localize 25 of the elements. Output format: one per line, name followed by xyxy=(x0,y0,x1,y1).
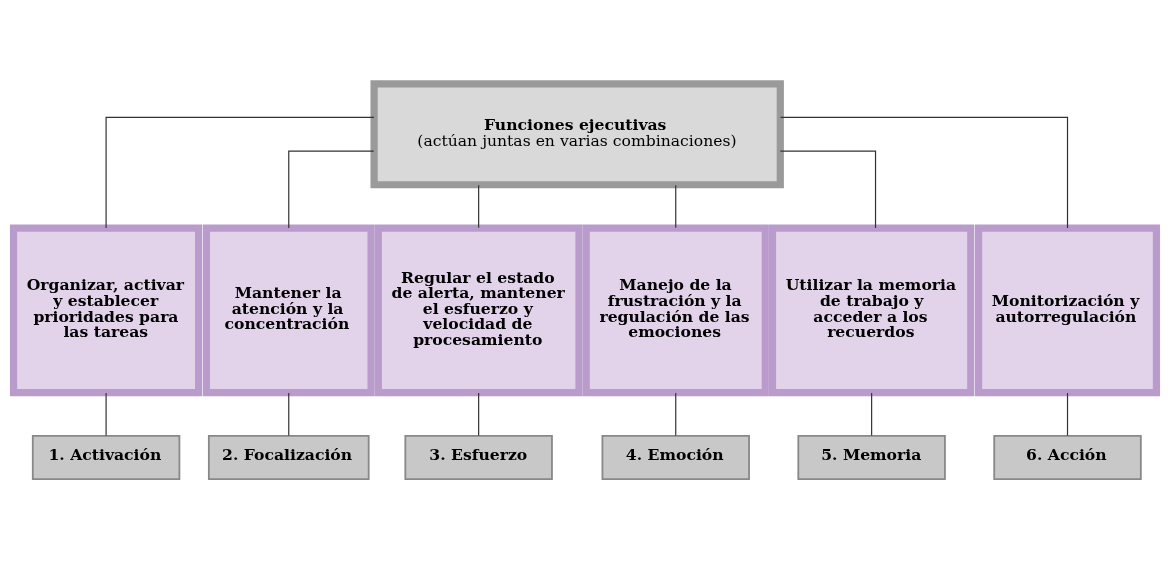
node-box: Funciones ejecutivas (actúan juntas en varias combinaciones) xyxy=(370,80,784,189)
node-box: 1. Activación xyxy=(31,435,181,481)
node-box: 6. Acción xyxy=(993,435,1142,481)
node-box: Organizar, activar y establecer prioridades para las tareas xyxy=(9,224,203,397)
node-box: Monitorización y autorregulación xyxy=(974,224,1161,397)
connector xyxy=(478,184,480,229)
node-box: Manejo de la frustración y la regulación de las emociones xyxy=(582,224,769,397)
node-box: 2. Focalización xyxy=(207,435,370,481)
connector xyxy=(105,392,107,437)
connector xyxy=(1066,392,1069,437)
node-box: Mantener la atención y la concentración xyxy=(202,224,375,397)
connector xyxy=(288,150,375,229)
connector xyxy=(779,150,877,229)
connector xyxy=(779,116,1069,229)
node-box: 4. Emoción xyxy=(601,435,750,481)
connector xyxy=(478,392,480,437)
node-box: 5. Memoria xyxy=(797,435,946,481)
connector xyxy=(675,392,677,437)
node-box: 3. Esfuerzo xyxy=(404,435,553,481)
connector xyxy=(105,116,375,229)
node-box: Regular el estado de alerta, mantener el esfuerzo y velocidad de procesamiento xyxy=(374,224,583,397)
connector xyxy=(288,392,290,437)
connector xyxy=(675,184,677,229)
node-box: Utilizar la memoria de trabajo y acceder a los recuerdos xyxy=(768,224,975,397)
connector xyxy=(871,392,873,437)
